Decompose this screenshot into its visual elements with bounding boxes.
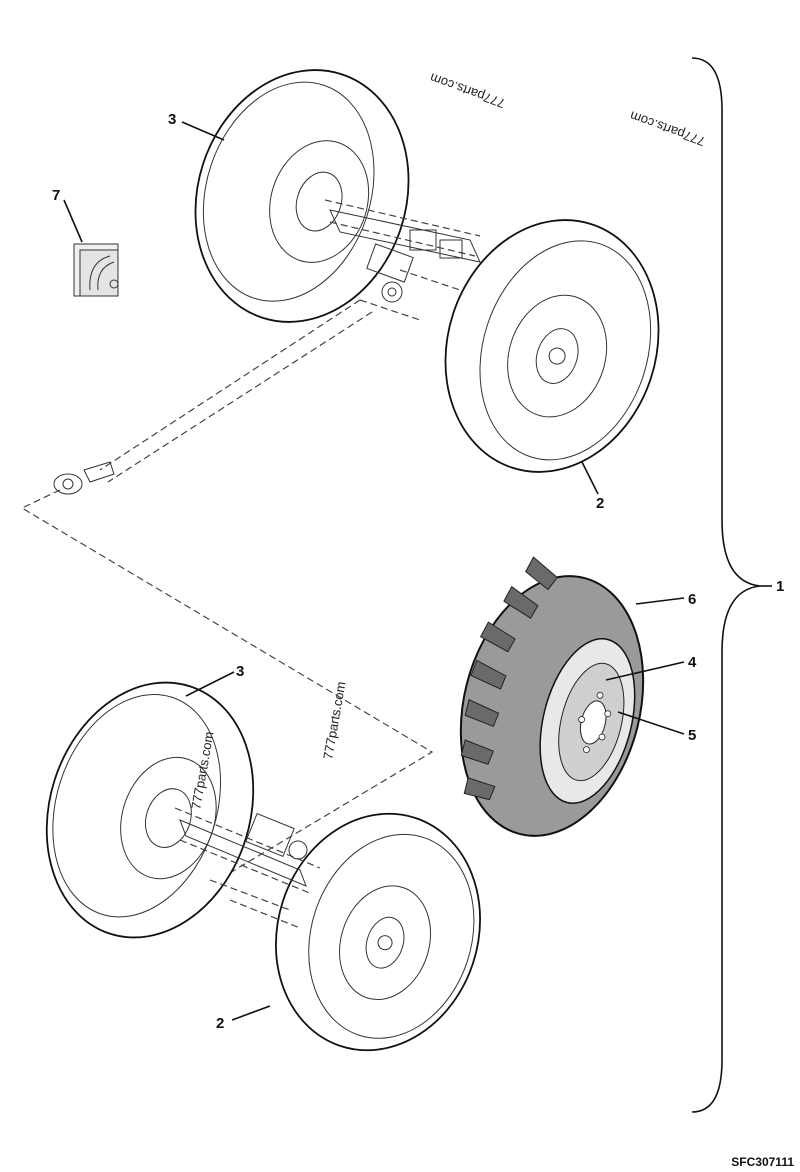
top-drive-shaft [53, 299, 373, 495]
callout-4: 4 [688, 654, 697, 671]
callout-5-leader [617, 711, 685, 735]
callout-3-bottom-leader [185, 671, 235, 697]
callout-6-leader [635, 597, 685, 605]
callout-3-top: 3 [168, 111, 176, 128]
callout-5: 5 [688, 727, 696, 744]
bottom-left-tire [45, 681, 255, 939]
top-right-tire [444, 219, 660, 473]
part-7-kit [73, 243, 119, 297]
callout-1: 1 [776, 578, 784, 595]
callout-7-leader [63, 199, 83, 243]
bottom-axle-body [174, 807, 321, 929]
group-brace [691, 57, 761, 1113]
watermark-top-left: 777parts.com [428, 70, 507, 111]
callout-2-top-leader [581, 461, 599, 495]
callout-7: 7 [52, 187, 60, 204]
callout-2-top: 2 [596, 495, 604, 512]
assembly-link-line [20, 489, 434, 881]
watermark-middle: 777parts.com [320, 680, 348, 760]
callout-2-bottom-leader [231, 1005, 271, 1021]
top-left-tire [194, 69, 410, 323]
callout-3-bottom: 3 [236, 663, 244, 680]
callout-6: 6 [688, 591, 696, 608]
tread-tire [459, 556, 645, 837]
callout-3-top-leader [181, 121, 225, 141]
figure-reference: SFC307111 [731, 1155, 794, 1169]
top-axle-assembly [53, 69, 660, 495]
callout-2-bottom: 2 [216, 1015, 224, 1032]
callout-4-leader [605, 661, 685, 681]
bottom-axle-assembly [45, 681, 481, 1052]
bottom-right-tire [275, 812, 481, 1052]
watermark-top-right: 777parts.com [628, 108, 707, 149]
top-axle-body [324, 199, 481, 321]
